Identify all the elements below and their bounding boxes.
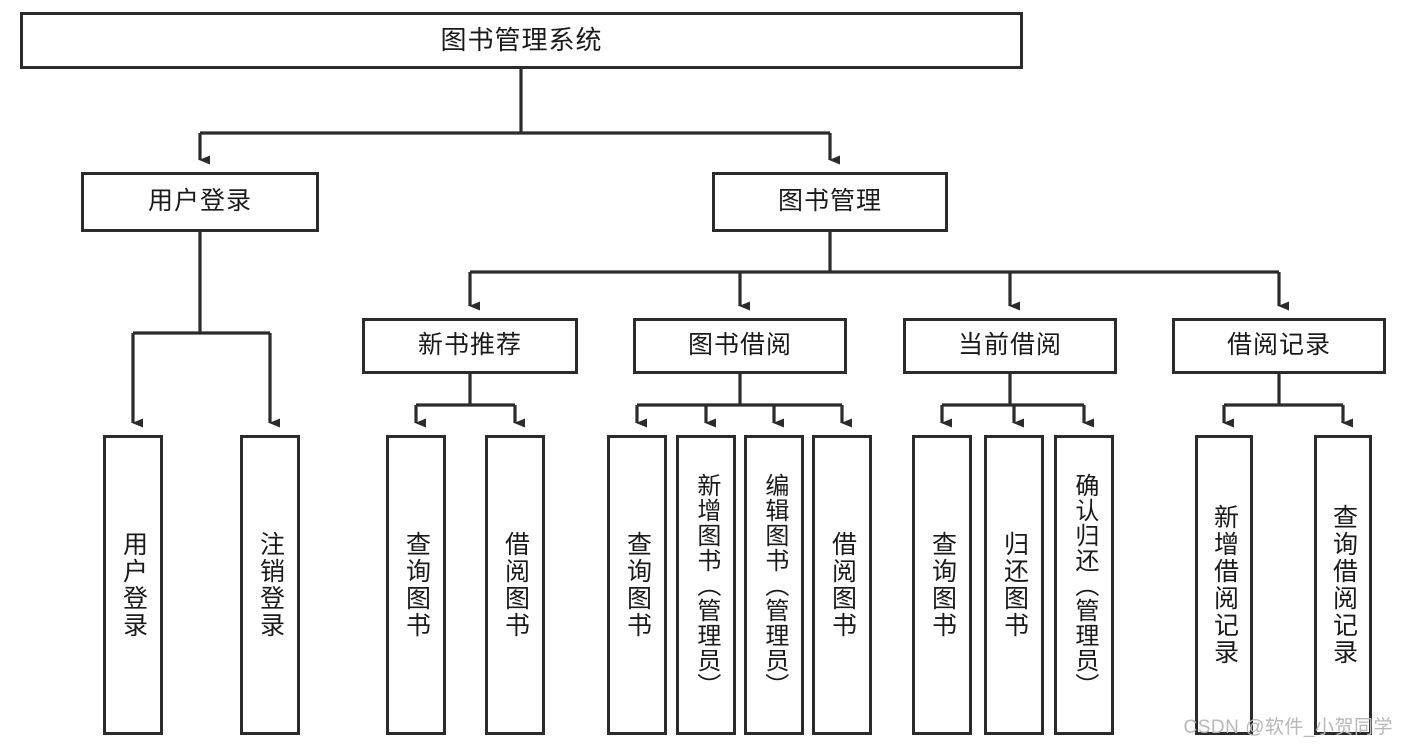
node-borrow-record[interactable]: 借阅记录 [1172, 318, 1386, 374]
leaf-add-book-admin-label: 新增图书（管理员） [692, 472, 720, 698]
leaf-borrow-book-recommend[interactable]: 借阅图书 [485, 435, 545, 735]
leaf-edit-book-admin-label: 编辑图书（管理员） [760, 472, 788, 698]
leaf-query-book-current[interactable]: 查询图书 [912, 435, 972, 735]
node-book-borrow-label: 图书借阅 [687, 331, 792, 360]
leaf-confirm-return-admin-label: 确认归还（管理员） [1070, 472, 1098, 698]
node-borrow-record-label: 借阅记录 [1226, 331, 1331, 360]
leaf-query-book-recommend-label: 查询图书 [402, 531, 431, 639]
leaf-user-login-label: 用户登录 [119, 531, 148, 639]
node-book-borrow[interactable]: 图书借阅 [633, 318, 847, 374]
leaf-query-book-borrow-label: 查询图书 [623, 531, 652, 639]
node-new-book-recommend[interactable]: 新书推荐 [362, 318, 578, 374]
node-book-management[interactable]: 图书管理 [712, 172, 948, 232]
node-root-label: 图书管理系统 [440, 25, 603, 56]
leaf-user-logout-label: 注销登录 [256, 531, 285, 639]
node-book-management-label: 图书管理 [777, 187, 882, 216]
leaf-add-borrow-record[interactable]: 新增借阅记录 [1195, 435, 1253, 735]
node-user-login[interactable]: 用户登录 [81, 172, 319, 232]
leaf-return-book-label: 归还图书 [1000, 531, 1029, 639]
leaf-user-login[interactable]: 用户登录 [103, 435, 163, 735]
leaf-query-borrow-record[interactable]: 查询借阅记录 [1314, 435, 1372, 735]
leaf-query-book-borrow[interactable]: 查询图书 [607, 435, 667, 735]
node-root[interactable]: 图书管理系统 [20, 12, 1023, 69]
node-current-borrow-label: 当前借阅 [957, 331, 1062, 360]
leaf-confirm-return-admin[interactable]: 确认归还（管理员） [1054, 435, 1114, 735]
leaf-add-borrow-record-label: 新增借阅记录 [1210, 504, 1239, 666]
leaf-borrow-book-recommend-label: 借阅图书 [501, 531, 530, 639]
leaf-query-book-current-label: 查询图书 [928, 531, 957, 639]
leaf-edit-book-admin[interactable]: 编辑图书（管理员） [744, 435, 804, 735]
leaf-borrow-book-label: 借阅图书 [828, 531, 857, 639]
leaf-query-borrow-record-label: 查询借阅记录 [1329, 504, 1358, 666]
node-current-borrow[interactable]: 当前借阅 [903, 318, 1117, 374]
leaf-user-logout[interactable]: 注销登录 [240, 435, 300, 735]
leaf-borrow-book[interactable]: 借阅图书 [812, 435, 872, 735]
leaf-return-book[interactable]: 归还图书 [984, 435, 1044, 735]
node-new-book-recommend-label: 新书推荐 [417, 331, 522, 360]
leaf-add-book-admin[interactable]: 新增图书（管理员） [676, 435, 736, 735]
node-user-login-label: 用户登录 [147, 187, 252, 216]
watermark: CSDN @软件_小贺同学 [1183, 717, 1393, 738]
leaf-query-book-recommend[interactable]: 查询图书 [386, 435, 446, 735]
